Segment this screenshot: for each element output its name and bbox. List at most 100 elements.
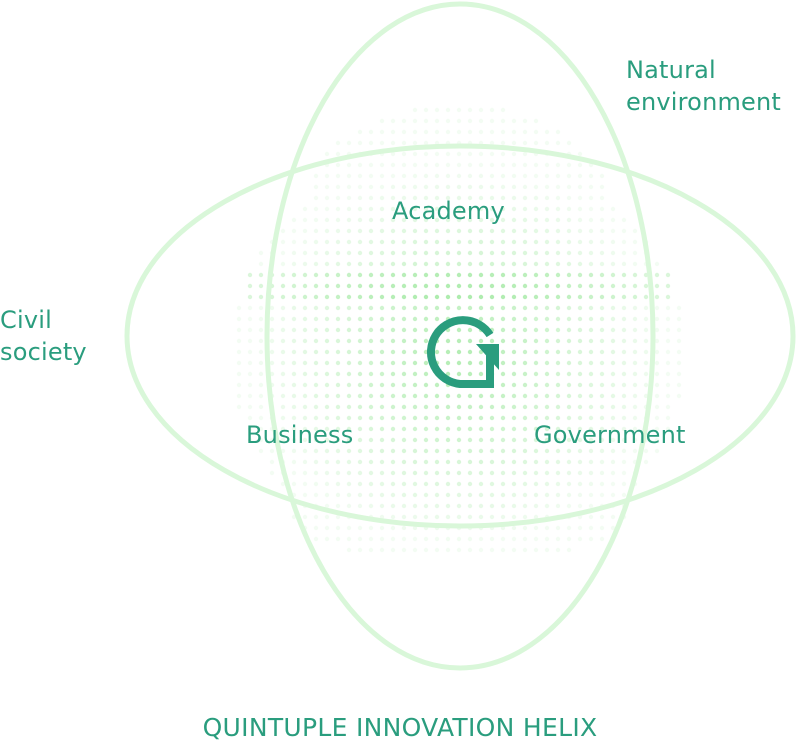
map-dot [577, 162, 583, 168]
map-dot [401, 514, 407, 520]
map-dot [445, 228, 451, 234]
map-dot [368, 360, 374, 366]
map-dot [632, 327, 638, 333]
map-dot [621, 459, 627, 465]
map-dot [544, 404, 550, 410]
map-dot [610, 228, 616, 234]
map-dot [357, 140, 363, 146]
map-dot [335, 393, 341, 399]
map-dot [291, 470, 297, 476]
map-dot [478, 184, 484, 190]
map-dot [324, 426, 330, 432]
map-dot [566, 371, 572, 377]
map-dot [324, 349, 330, 355]
map-dot [588, 503, 594, 509]
map-dot [533, 448, 539, 454]
map-dot [522, 536, 528, 542]
map-dot [566, 316, 572, 322]
map-dot [412, 129, 418, 135]
map-dot [522, 459, 528, 465]
map-dot [632, 305, 638, 311]
map-dot [357, 503, 363, 509]
map-dot [368, 404, 374, 410]
natural-environment-ellipse [264, 1, 656, 671]
map-dot [324, 360, 330, 366]
map-dot [313, 514, 319, 520]
map-dot [577, 525, 583, 531]
map-dot [368, 426, 374, 432]
map-dot [533, 327, 539, 333]
map-dot [588, 184, 594, 190]
map-dot [335, 448, 341, 454]
map-dot [555, 129, 561, 135]
map-dot [423, 547, 429, 553]
map-dot [467, 426, 473, 432]
map-dot [335, 349, 341, 355]
map-dot [247, 327, 253, 333]
map-dot [500, 536, 506, 542]
map-dot [335, 404, 341, 410]
map-dot [643, 459, 649, 465]
map-dot [676, 338, 682, 344]
map-dot [467, 107, 473, 113]
map-dot [302, 217, 308, 223]
map-dot [555, 382, 561, 388]
map-dot [500, 129, 506, 135]
map-dot [489, 206, 495, 212]
map-dot [390, 404, 396, 410]
map-dot [236, 393, 242, 399]
map-dot [599, 481, 605, 487]
label-academy: Academy [392, 197, 505, 225]
map-dot [280, 371, 286, 377]
map-dot [610, 525, 616, 531]
map-dot [500, 338, 506, 344]
map-dot [610, 437, 616, 443]
map-dot [412, 503, 418, 509]
map-dot [302, 294, 308, 300]
map-dot [423, 415, 429, 421]
map-dot [390, 503, 396, 509]
map-dot [500, 173, 506, 179]
map-dot [621, 283, 627, 289]
map-dot [247, 316, 253, 322]
map-dot [280, 393, 286, 399]
map-dot [599, 283, 605, 289]
map-dot [577, 338, 583, 344]
map-dot [379, 173, 385, 179]
map-dot [588, 371, 594, 377]
map-dot [544, 239, 550, 245]
map-dot [302, 239, 308, 245]
map-dot [324, 261, 330, 267]
map-dot [489, 151, 495, 157]
map-dot [544, 250, 550, 256]
map-dot [610, 459, 616, 465]
map-dot [467, 294, 473, 300]
map-dot [412, 360, 418, 366]
map-dot [313, 371, 319, 377]
map-dot [357, 239, 363, 245]
map-dot [346, 393, 352, 399]
map-dot [500, 459, 506, 465]
map-dot [467, 184, 473, 190]
map-dot [500, 283, 506, 289]
map-dot [302, 371, 308, 377]
map-dot [566, 305, 572, 311]
map-dot [511, 316, 517, 322]
map-dot [566, 459, 572, 465]
map-dot [390, 316, 396, 322]
map-dot [445, 426, 451, 432]
map-dot [467, 173, 473, 179]
map-dot [676, 316, 682, 322]
map-dot [456, 547, 462, 553]
map-dot [368, 393, 374, 399]
map-dot [566, 184, 572, 190]
map-dot [346, 415, 352, 421]
map-dot [599, 404, 605, 410]
map-dot [544, 173, 550, 179]
map-dot [467, 129, 473, 135]
map-dot [500, 360, 506, 366]
map-dot [401, 261, 407, 267]
map-dot [236, 316, 242, 322]
map-dot [533, 261, 539, 267]
map-dot [500, 228, 506, 234]
